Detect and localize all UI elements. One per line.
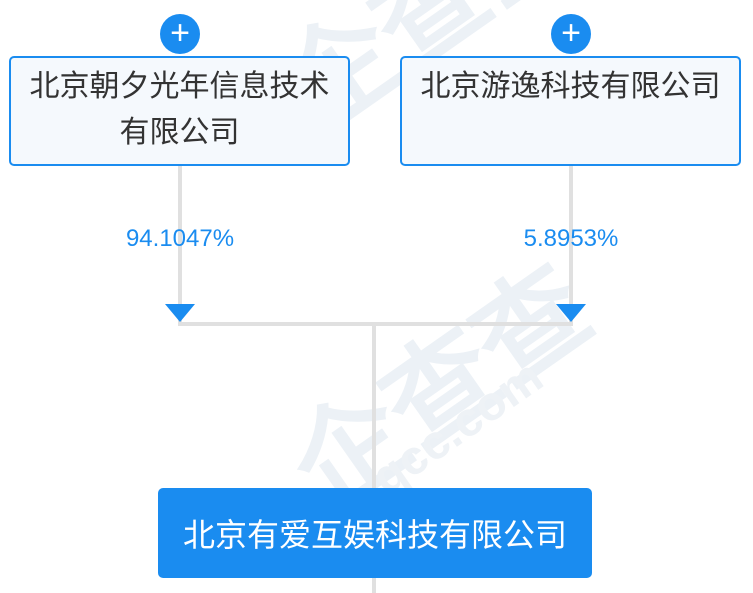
- connector-bottom: [372, 578, 376, 593]
- target-company-card[interactable]: 北京有爱互娱科技有限公司: [158, 488, 592, 578]
- connector-center: [372, 322, 376, 488]
- watermark-domain: qcc.com: [362, 349, 553, 506]
- shareholder-1-card[interactable]: 北京朝夕光年信息技术有限公司: [9, 56, 350, 166]
- connector-left: [178, 166, 182, 326]
- connector-right: [569, 166, 573, 326]
- arrow-down-icon: [556, 304, 586, 322]
- plus-icon: +: [561, 13, 581, 52]
- shareholder-2-card[interactable]: 北京游逸科技有限公司: [400, 56, 741, 166]
- target-company-name: 北京有爱互娱科技有限公司: [182, 517, 567, 553]
- expand-shareholder-2-button[interactable]: +: [551, 14, 591, 54]
- expand-shareholder-1-button[interactable]: +: [160, 14, 200, 54]
- plus-icon: +: [170, 13, 190, 52]
- shareholder-1-percent: 94.1047%: [125, 225, 235, 252]
- shareholder-2-percent: 5.8953%: [523, 225, 619, 252]
- arrow-down-icon: [165, 304, 195, 322]
- shareholder-2-name: 北京游逸科技有限公司: [420, 70, 721, 103]
- shareholder-1-name: 北京朝夕光年信息技术有限公司: [29, 70, 330, 149]
